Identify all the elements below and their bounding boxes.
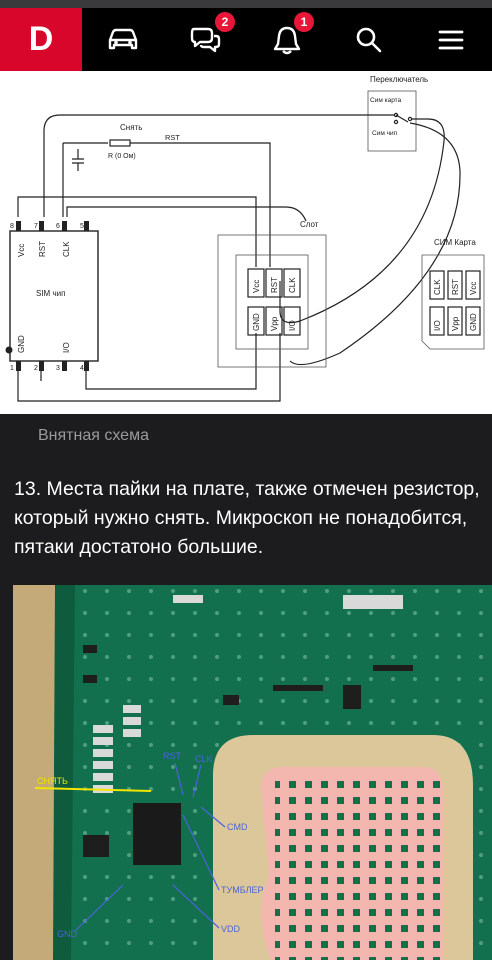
chip-clk: CLK bbox=[62, 241, 71, 257]
slot-gnd: GND bbox=[252, 313, 261, 331]
logo-letter: D bbox=[28, 20, 54, 58]
chip-pin-2: 2 bbox=[34, 365, 38, 372]
drive2-logo[interactable]: D bbox=[0, 8, 82, 71]
slot-vpp: Vpp bbox=[270, 316, 279, 331]
slot-io: I/O bbox=[288, 320, 297, 331]
chip-pin-1: 1 bbox=[10, 365, 14, 372]
card-vpp: Vpp bbox=[451, 316, 460, 331]
wiring-diagram: Переключатель Сим карта Сим чип Снять RS… bbox=[0, 71, 492, 414]
label-rst: RST bbox=[163, 751, 182, 761]
slot-clk: CLK bbox=[288, 277, 297, 293]
chip-pin-4: 4 bbox=[80, 365, 84, 372]
chip-pin-5: 5 bbox=[80, 223, 84, 230]
card-clk: CLK bbox=[433, 279, 442, 295]
car-icon[interactable] bbox=[101, 18, 145, 62]
slot-label: Слот bbox=[300, 220, 319, 229]
chip-pin-8: 8 bbox=[10, 223, 14, 230]
chip-rst: RST bbox=[38, 241, 47, 257]
switch-title: Переключатель bbox=[370, 75, 428, 84]
label-toggle: ТУМБЛЕР bbox=[221, 885, 264, 895]
label-clk: CLK bbox=[195, 754, 213, 764]
menu-icon[interactable] bbox=[429, 18, 473, 62]
chip-vcc: Vcc bbox=[17, 244, 26, 257]
status-strip bbox=[0, 0, 492, 8]
switch-sim-card-label: Сим карта bbox=[370, 97, 402, 104]
slot-rst: RST bbox=[270, 277, 279, 293]
bell-icon[interactable] bbox=[265, 18, 309, 62]
board-photo[interactable]: СНЯТЬ RST CLK CMD ТУМБЛЕР VDD GND bbox=[13, 585, 492, 960]
chip-pin-3: 3 bbox=[56, 365, 60, 372]
rst-label: RST bbox=[165, 133, 180, 142]
sim-card-title: СИМ Карта bbox=[434, 238, 476, 247]
resistor-label: R (0 Ом) bbox=[108, 153, 136, 160]
chip-gnd: GND bbox=[17, 335, 26, 353]
bell-badge: 1 bbox=[294, 12, 314, 32]
card-gnd: GND bbox=[469, 313, 478, 331]
chip-io: I/O bbox=[62, 342, 71, 353]
image-caption: Внятная схема bbox=[38, 427, 149, 444]
chip-pin-6: 6 bbox=[56, 223, 60, 230]
chat-icon[interactable] bbox=[183, 18, 227, 62]
chat-badge: 2 bbox=[215, 12, 235, 32]
card-io: I/O bbox=[433, 320, 442, 331]
switch-sim-chip-label: Сим чип bbox=[372, 130, 398, 137]
card-vcc: Vcc bbox=[469, 282, 478, 295]
chip-pin-7: 7 bbox=[34, 223, 38, 230]
label-gnd: GND bbox=[57, 929, 78, 939]
label-cmd: CMD bbox=[227, 822, 248, 832]
search-icon[interactable] bbox=[347, 18, 391, 62]
chip-name: SIM чип bbox=[36, 289, 65, 298]
slot-vcc: Vcc bbox=[252, 280, 261, 293]
label-vdd: VDD bbox=[221, 924, 241, 934]
step-paragraph: 13. Места пайки на плате, также отмечен … bbox=[14, 478, 480, 558]
top-navbar: D 2 1 bbox=[0, 8, 492, 71]
card-rst: RST bbox=[451, 279, 460, 295]
remove-label: Снять bbox=[120, 123, 142, 132]
label-remove: СНЯТЬ bbox=[37, 776, 68, 786]
